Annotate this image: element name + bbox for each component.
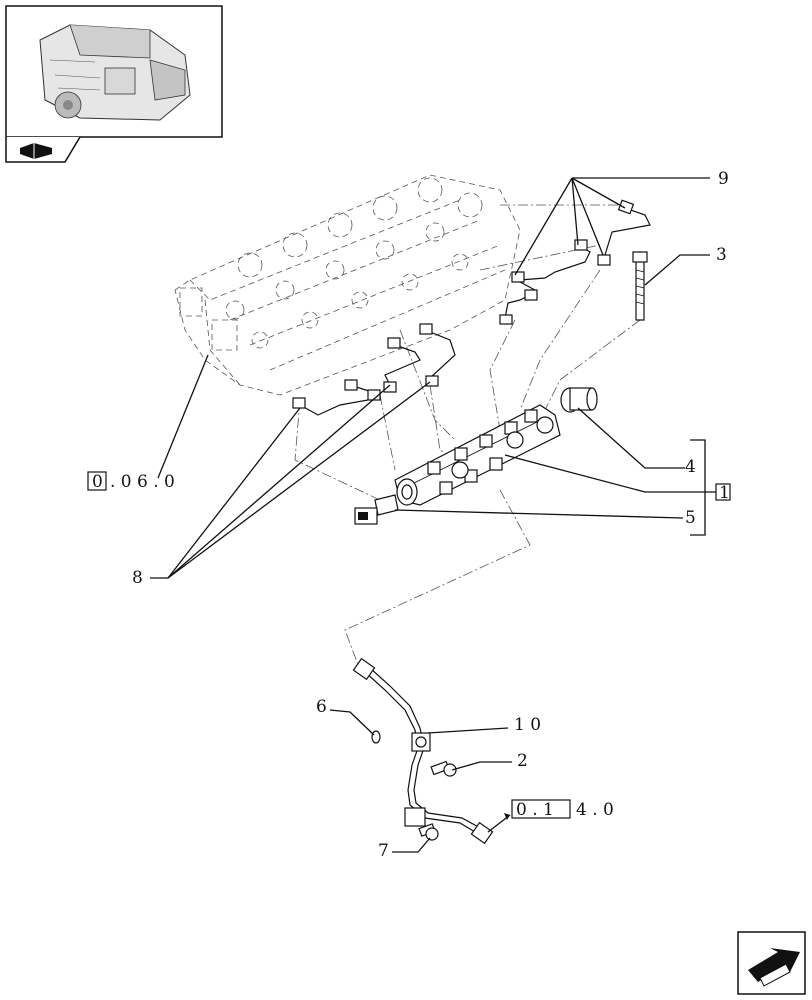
next-page-arrow-icon <box>748 948 800 987</box>
reference-left-boxed: 0 <box>92 472 103 492</box>
reference-link-left[interactable]: 0 . 0 6 . 0 <box>87 471 175 492</box>
book-nav-icon <box>20 143 52 159</box>
cylinder-head-outline <box>174 174 521 396</box>
reference-link-bottom[interactable]: 0 . 1 4 . 0 <box>511 799 614 820</box>
callout-1-box[interactable]: 1 <box>715 483 731 503</box>
leader-lines <box>150 177 718 853</box>
fuel-rail <box>354 387 598 525</box>
reference-bottom-boxed: 0 . 1 <box>516 800 554 820</box>
next-page-button[interactable] <box>737 931 806 995</box>
stud <box>632 251 648 321</box>
alignment-lines <box>294 204 641 671</box>
engine-thumbnail[interactable] <box>5 5 223 163</box>
callout-4[interactable]: 4 <box>685 457 696 477</box>
engine-thumbnail-icon <box>39 24 191 121</box>
callout-8[interactable]: 8 <box>132 568 143 588</box>
reference-bottom-rest: 4 . 0 <box>576 800 614 820</box>
callout-2[interactable]: 2 <box>517 751 528 771</box>
callout-10[interactable]: 1 0 <box>514 715 541 735</box>
injector-pipes <box>292 199 651 416</box>
callout-1[interactable]: 1 <box>719 483 730 503</box>
callout-9[interactable]: 9 <box>718 169 729 189</box>
callout-5[interactable]: 5 <box>685 508 696 528</box>
reference-left-rest: . 0 6 . 0 <box>110 472 175 492</box>
callout-7[interactable]: 7 <box>378 841 389 861</box>
callout-3[interactable]: 3 <box>716 245 727 265</box>
supply-pipe <box>352 657 494 845</box>
callout-6[interactable]: 6 <box>316 697 327 717</box>
